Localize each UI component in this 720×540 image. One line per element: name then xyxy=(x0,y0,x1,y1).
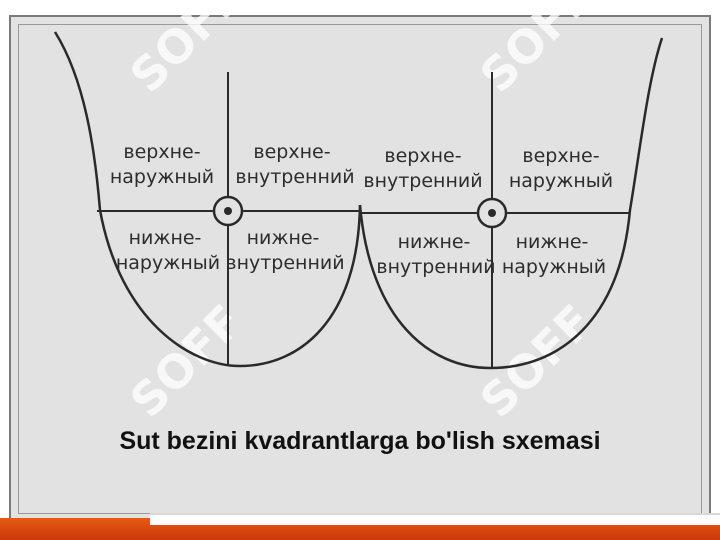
right-upper-inner-label: верхне- внутренний xyxy=(363,145,482,192)
svg-text:наружный: наружный xyxy=(502,256,606,278)
slide-frame xyxy=(9,15,711,523)
svg-text:верхне-: верхне- xyxy=(253,141,330,163)
svg-text:верхне-: верхне- xyxy=(384,145,461,167)
svg-text:внутренний: внутренний xyxy=(376,256,495,278)
right-lower-inner-label: нижне- внутренний xyxy=(376,231,495,278)
svg-text:наружный: наружный xyxy=(116,252,220,274)
svg-text:внутренний: внутренний xyxy=(235,166,354,188)
bottom-white-strip xyxy=(150,513,720,525)
left-upper-inner-label: верхне- внутренний xyxy=(235,141,354,188)
svg-text:нижне-: нижне- xyxy=(398,231,471,253)
right-lower-outer-label: нижне- наружный xyxy=(502,231,606,278)
left-lower-inner-label: нижне- внутренний xyxy=(225,227,344,274)
left-breast-outline xyxy=(53,31,362,368)
svg-text:верхне-: верхне- xyxy=(123,141,200,163)
watermark-text: SOFF xyxy=(120,294,254,428)
svg-text:внутренний: внутренний xyxy=(363,170,482,192)
left-lower-outer-label: нижне- наружный xyxy=(116,227,220,274)
left-nipple xyxy=(212,195,244,227)
svg-text:наружный: наружный xyxy=(110,166,214,188)
right-breast-outline xyxy=(358,37,664,370)
svg-text:нижне-: нижне- xyxy=(247,227,320,249)
svg-text:нижне-: нижне- xyxy=(129,227,202,249)
watermark-text: SOFF xyxy=(470,0,604,103)
svg-text:внутренний: внутренний xyxy=(225,252,344,274)
right-nipple xyxy=(476,197,508,229)
svg-text:верхне-: верхне- xyxy=(522,145,599,167)
right-upper-outer-label: верхне- наружный xyxy=(509,145,613,192)
watermark-text: SOFF xyxy=(120,0,254,103)
svg-text:наружный: наружный xyxy=(509,170,613,192)
svg-text:нижне-: нижне- xyxy=(516,231,589,253)
slide-caption: Sut bezini kvadrantlarga bo'lish sxemasi xyxy=(119,427,601,455)
left-upper-outer-label: верхне- наружный xyxy=(110,141,214,188)
